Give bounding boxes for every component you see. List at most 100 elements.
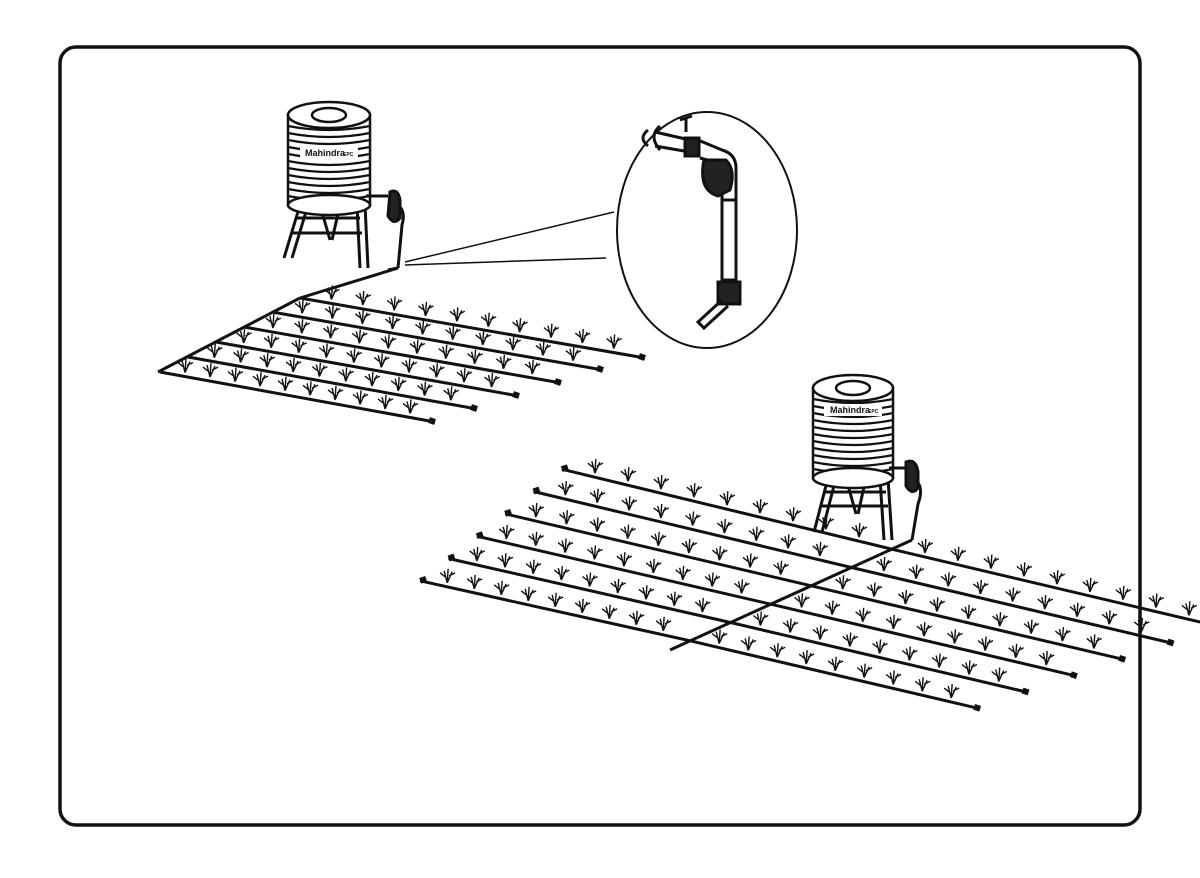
plant (233, 348, 249, 363)
plant (324, 304, 341, 319)
lateral-pipe (851, 566, 1174, 645)
pipes-system-1 (157, 266, 646, 425)
plant (711, 546, 728, 561)
plant (449, 307, 466, 322)
plant (386, 296, 403, 311)
plant (1049, 570, 1066, 585)
plant (587, 459, 604, 474)
plant (650, 531, 667, 547)
plant (589, 488, 606, 503)
tank-rib (812, 432, 894, 440)
end-cap (419, 575, 428, 584)
plant (1008, 643, 1024, 659)
plant (621, 496, 638, 511)
tank-rib (812, 411, 894, 419)
plant (202, 363, 219, 378)
plant (528, 531, 544, 547)
plant (294, 299, 311, 314)
system-two-side: Mahindra EPC (419, 373, 1200, 712)
tank-rib (812, 418, 894, 426)
plant (620, 524, 636, 539)
plant (475, 330, 491, 346)
plant (574, 329, 591, 344)
plant (467, 349, 483, 365)
end-cap (1118, 654, 1127, 663)
tank-rib (812, 397, 894, 405)
end-cap (638, 353, 646, 361)
plant (520, 586, 537, 602)
end-cap (560, 464, 569, 473)
plant (908, 564, 925, 579)
plant (655, 616, 672, 632)
lateral-pipe (504, 512, 812, 588)
plant (872, 639, 888, 654)
plant (586, 545, 603, 560)
plant (601, 604, 618, 620)
lateral-pipe (215, 340, 520, 398)
plant (557, 481, 574, 496)
lateral-pipe (419, 579, 691, 643)
plant (236, 328, 252, 344)
plant (373, 353, 390, 368)
plant (497, 553, 514, 568)
plant (916, 622, 933, 637)
plant (582, 572, 598, 587)
plant (259, 353, 276, 368)
plant (977, 636, 994, 651)
end-cap (447, 553, 456, 562)
plant (827, 656, 844, 672)
plant (417, 381, 433, 396)
plant (628, 610, 645, 626)
plant (929, 597, 946, 612)
plant (610, 578, 627, 594)
tank-rib (287, 187, 371, 195)
end-cap (428, 417, 436, 425)
filter-inset-detail (616, 111, 798, 349)
inset-circle (616, 111, 798, 349)
plant (992, 612, 1008, 627)
plant (1023, 619, 1040, 634)
plant (252, 372, 269, 387)
plant (748, 526, 765, 541)
plant (543, 323, 560, 338)
plant (851, 523, 868, 538)
tank-rib (812, 439, 894, 447)
plant (856, 663, 873, 678)
plant (653, 503, 670, 519)
water-tank-1: Mahindra EPC (282, 100, 405, 272)
plant (493, 580, 510, 596)
tank-rib (287, 124, 371, 132)
tank-stand-2 (812, 477, 894, 541)
plant (733, 579, 750, 594)
plant (443, 386, 460, 401)
tank-brand-suffix-1: EPC (343, 152, 354, 158)
tank-rib (287, 173, 371, 181)
plant (842, 632, 859, 647)
plant (553, 566, 570, 581)
end-cap (504, 508, 513, 517)
plant (1054, 626, 1071, 642)
plant (940, 572, 957, 587)
tank-brand-suffix-2: EPC (868, 409, 879, 415)
plant (931, 653, 948, 668)
plant (653, 475, 670, 490)
plant (991, 667, 1008, 682)
plant (719, 491, 736, 506)
plant (616, 552, 633, 567)
plant (793, 593, 810, 608)
plant (263, 333, 280, 349)
inset-callout-lines (404, 211, 615, 266)
lateral-pipe (730, 621, 1029, 694)
plant (338, 367, 354, 382)
end-cap (596, 365, 604, 373)
end-cap (512, 391, 520, 399)
plant (961, 660, 978, 675)
plant (606, 334, 622, 349)
sub-main-pipe (299, 266, 399, 300)
plant (812, 625, 829, 640)
tank-rib (287, 131, 371, 139)
plant (323, 285, 340, 300)
diagram-frame (58, 45, 1142, 827)
plant (524, 359, 541, 375)
plant (512, 318, 528, 333)
